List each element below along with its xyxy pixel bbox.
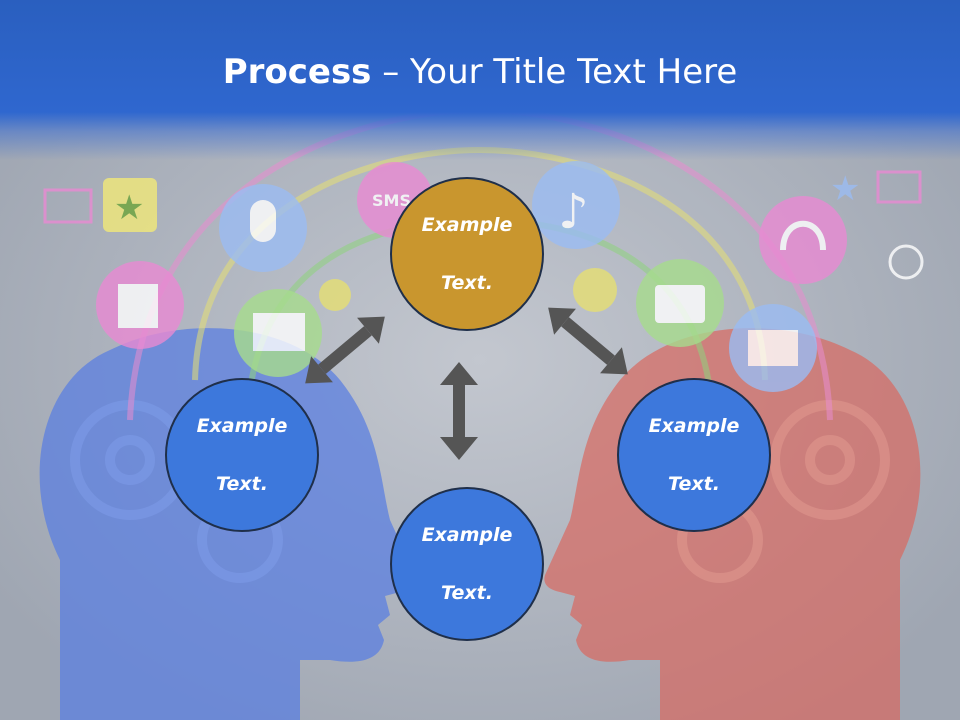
home-icon	[573, 268, 617, 312]
svg-text:★: ★	[114, 188, 144, 228]
vertical-double-arrow	[440, 362, 478, 460]
node-left-line2: Text.	[216, 472, 268, 495]
title-band	[0, 0, 960, 160]
node-bottom-line2: Text.	[441, 581, 493, 604]
mail-icon	[43, 188, 93, 224]
star-outline-icon: ★	[830, 169, 860, 209]
title-bold: Process	[222, 52, 372, 92]
headphones-icon	[759, 196, 847, 284]
node-bottom-line1: Example	[421, 523, 513, 546]
svg-text:♪: ♪	[558, 184, 589, 240]
mail-icon-right	[876, 170, 922, 204]
node-top-line1: Example	[421, 213, 513, 236]
right-diagonal-double-arrow	[548, 307, 628, 375]
left-diagonal-double-arrow	[305, 316, 385, 384]
node-top-line2: Text.	[441, 271, 493, 294]
music-note-icon	[532, 161, 620, 249]
node-right-line2: Text.	[668, 472, 720, 495]
globe-icon	[888, 244, 924, 280]
slide-title: Process – Your Title Text Here	[0, 52, 960, 92]
title-rest: – Your Title Text Here	[371, 52, 738, 92]
node-left-line1: Example	[196, 414, 288, 437]
node-right-line1: Example	[648, 414, 740, 437]
star-icon	[103, 178, 157, 232]
icon-bubbles: SMS ♪ ★ ★	[43, 161, 924, 392]
zoom-icon	[319, 279, 351, 311]
svg-text:SMS: SMS	[372, 191, 411, 210]
